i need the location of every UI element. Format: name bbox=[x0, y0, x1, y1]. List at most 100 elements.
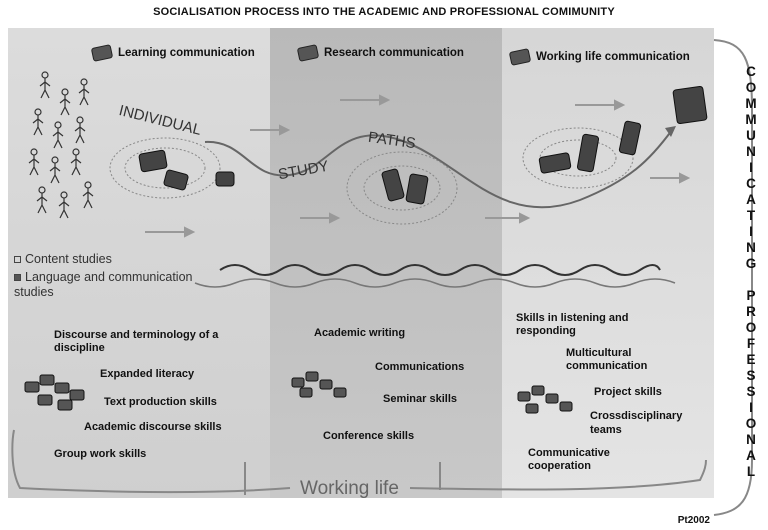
puzzle-piece-icon bbox=[517, 391, 531, 402]
skill-label: Communications bbox=[375, 361, 465, 373]
skill-label: teams bbox=[590, 424, 622, 436]
vertical-letter: T bbox=[746, 208, 756, 223]
puzzle-piece-icon bbox=[296, 44, 320, 62]
puzzle-piece-icon bbox=[538, 152, 572, 174]
vertical-letter: M bbox=[745, 96, 757, 111]
working-life-arrow-left bbox=[11, 429, 291, 494]
signature: Pt2002 bbox=[677, 515, 710, 526]
legend-swatch-icon bbox=[14, 256, 21, 264]
vertical-letter: C bbox=[746, 176, 756, 191]
puzzle-piece-icon bbox=[163, 169, 189, 191]
vertical-letter: F bbox=[746, 336, 756, 351]
skill-label: Discourse and terminology of a bbox=[54, 329, 219, 341]
puzzle-piece-icon bbox=[24, 381, 40, 393]
puzzle-piece-icon bbox=[525, 403, 539, 414]
skill-label: Seminar skills bbox=[383, 393, 457, 405]
puzzle-piece-icon bbox=[54, 382, 70, 394]
skill-label: Project skills bbox=[594, 386, 662, 398]
skill-label: cooperation bbox=[528, 460, 591, 472]
skill-label: responding bbox=[516, 325, 576, 337]
puzzle-piece-icon bbox=[672, 85, 708, 125]
puzzle-piece-icon bbox=[559, 401, 573, 412]
vertical-letter: I bbox=[749, 160, 753, 175]
legend-language-studies-cont: studies bbox=[14, 285, 54, 299]
vertical-letter: P bbox=[746, 288, 756, 303]
skill-label: Group work skills bbox=[54, 448, 147, 460]
puzzle-piece-icon bbox=[69, 389, 85, 401]
puzzle-piece-icon bbox=[545, 393, 559, 404]
vertical-letter: E bbox=[746, 352, 756, 367]
panel-learning bbox=[8, 28, 270, 498]
language-studies-wave bbox=[194, 278, 676, 288]
skill-label: Academic discourse skills bbox=[84, 421, 222, 433]
skill-label: Communicative bbox=[528, 447, 610, 459]
column-header-research: Research communication bbox=[296, 44, 464, 62]
orbit-ellipse-2 bbox=[124, 147, 206, 189]
skill-label: Skills in listening and bbox=[516, 312, 629, 324]
content-studies-wave bbox=[219, 264, 661, 276]
vertical-letter: G bbox=[745, 256, 757, 271]
skill-label: Expanded literacy bbox=[100, 368, 195, 380]
person-icon bbox=[28, 148, 40, 176]
study-path-curve bbox=[204, 129, 673, 209]
vertical-letter: O bbox=[745, 416, 757, 431]
legend-language-studies: Language and communication bbox=[14, 270, 192, 284]
puzzle-piece-icon bbox=[37, 394, 53, 406]
orbit-ellipse-6 bbox=[539, 139, 617, 177]
person-icon bbox=[36, 186, 48, 214]
puzzle-piece-icon bbox=[299, 387, 313, 398]
puzzle-piece-icon bbox=[39, 374, 55, 386]
puzzle-piece-icon bbox=[215, 171, 235, 187]
vertical-letter: U bbox=[746, 128, 756, 143]
column-header-learning: Learning communication bbox=[90, 44, 255, 62]
skill-label: discipline bbox=[54, 342, 105, 354]
skill-label: Academic writing bbox=[314, 327, 406, 339]
vertical-letter: A bbox=[746, 448, 756, 463]
vertical-letter: N bbox=[746, 240, 756, 255]
puzzle-piece-icon bbox=[90, 44, 114, 62]
puzzle-piece-icon bbox=[305, 371, 319, 382]
vertical-letter: C bbox=[746, 64, 756, 79]
puzzle-piece-icon bbox=[576, 133, 600, 173]
person-icon bbox=[70, 148, 82, 176]
puzzle-piece-icon bbox=[291, 377, 305, 388]
vertical-letter: O bbox=[745, 80, 757, 95]
person-icon bbox=[59, 88, 71, 116]
puzzle-piece-icon bbox=[405, 173, 429, 205]
person-icon bbox=[49, 156, 61, 184]
vertical-letter: R bbox=[746, 304, 756, 319]
study-path-arrowhead bbox=[665, 126, 676, 137]
working-life-arrow-right bbox=[409, 459, 707, 491]
person-icon bbox=[39, 71, 51, 99]
puzzle-piece-icon bbox=[57, 399, 73, 411]
vertical-letter bbox=[738, 272, 764, 288]
panel-research bbox=[270, 28, 502, 498]
legend-content-studies: Content studies bbox=[14, 252, 112, 266]
person-icon bbox=[58, 191, 70, 219]
legend-swatch-icon bbox=[14, 274, 21, 282]
person-icon bbox=[78, 78, 90, 106]
vertical-letter: A bbox=[746, 192, 756, 207]
person-icon bbox=[52, 121, 64, 149]
puzzle-piece-icon bbox=[333, 387, 347, 398]
puzzle-piece-icon bbox=[319, 379, 333, 390]
puzzle-piece-icon bbox=[381, 168, 405, 202]
vertical-letter: L bbox=[746, 464, 756, 479]
skill-label: Multicultural bbox=[566, 347, 632, 359]
puzzle-piece-icon bbox=[138, 149, 168, 173]
frame-right-curve bbox=[713, 39, 753, 516]
person-icon bbox=[82, 181, 94, 209]
vertical-letter: S bbox=[746, 384, 756, 399]
orbit-ellipse-4 bbox=[363, 165, 441, 211]
vertical-letter: M bbox=[745, 112, 757, 127]
orbit-ellipse-1 bbox=[109, 137, 221, 199]
orbit-ellipse-5 bbox=[522, 127, 634, 189]
person-icon bbox=[74, 116, 86, 144]
skill-label: Crossdisciplinary bbox=[590, 410, 683, 422]
orbit-ellipse-3 bbox=[346, 151, 458, 225]
puzzle-piece-icon bbox=[508, 48, 532, 66]
skill-label: Text production skills bbox=[104, 396, 217, 408]
working-life-label: Working life bbox=[300, 478, 399, 499]
